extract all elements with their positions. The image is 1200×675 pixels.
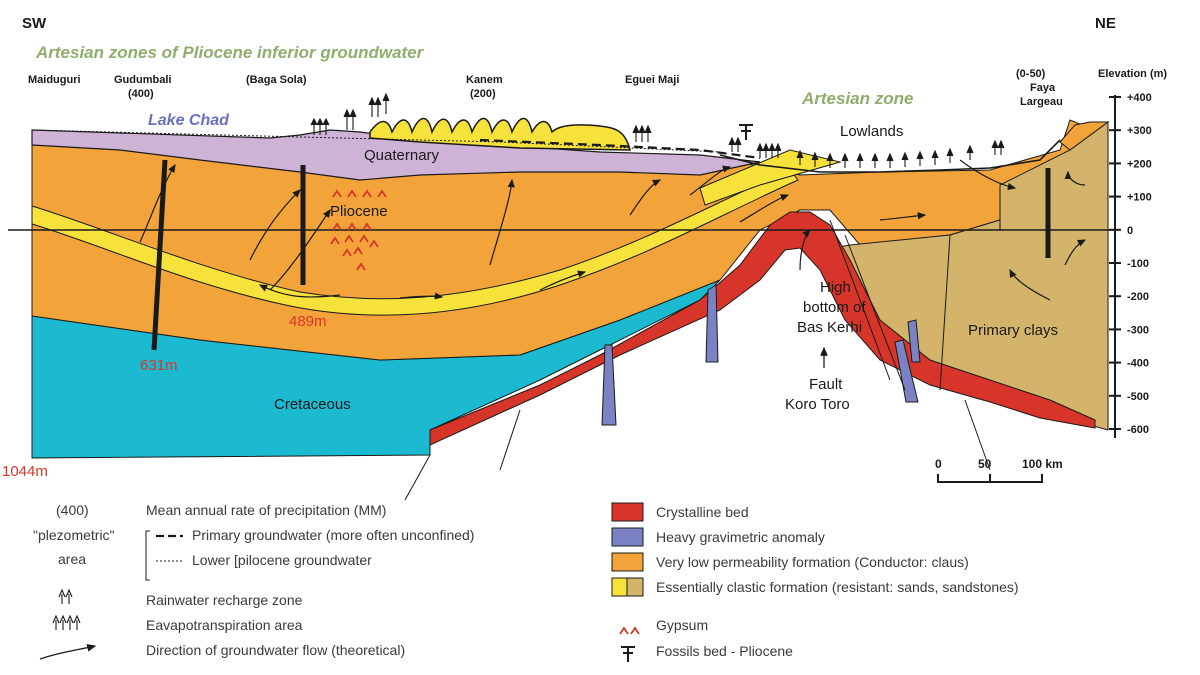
legend-clastic-swatch-tan — [626, 577, 644, 597]
legend-gypsum-icon — [619, 626, 640, 635]
quaternary-label: Quaternary — [364, 147, 440, 164]
scale-label-50: 50 — [978, 457, 992, 471]
direction-ne: NE — [1095, 15, 1116, 32]
elevation-tick-label: +400 — [1127, 92, 1152, 104]
gravimetric-anomaly-1 — [601, 344, 617, 426]
legend-clastic: Essentially clastic formation (resistant… — [656, 579, 1019, 595]
fossils-bed-symbol — [739, 124, 753, 140]
legend-piezo-line1: "plezometric" — [33, 527, 115, 543]
legend-crystalline-swatch — [611, 502, 644, 522]
elevation-tick-label: -600 — [1127, 424, 1149, 436]
legend-low-perm: Very low permeability formation (Conduct… — [656, 554, 969, 570]
fault-lines — [404, 185, 1001, 501]
legend-gravimetric-swatch — [611, 527, 644, 547]
crystalline-bed — [429, 211, 1096, 446]
high-bottom-label-2: bottom of — [803, 299, 866, 316]
elevation-tick-label: +200 — [1127, 158, 1152, 170]
elevation-tick-label: -400 — [1127, 358, 1149, 370]
legend-fossils: Fossils bed - Pliocene — [656, 643, 793, 659]
legend-precip-label: Mean annual rate of precipitation (MM) — [146, 502, 386, 518]
rate-gudumbali: (400) — [128, 88, 154, 100]
lowlands-label: Lowlands — [840, 123, 903, 140]
legend-low-perm-swatch — [611, 552, 644, 572]
elevation-axis: +400 +300 +200 +100 0 -100 -200 -300 -400 -500 -60… — [1109, 92, 1152, 438]
pliocene-label: Pliocene — [330, 203, 388, 220]
primary-clays-label: Primary clays — [968, 322, 1058, 339]
scale-label-0: 0 — [935, 457, 942, 471]
legend-evapo-icon — [52, 614, 81, 630]
location-baga-sola: (Baga Sola) — [246, 74, 307, 86]
artesian-pliocene-title: Artesian zones of Pliocene inferior grou… — [35, 43, 425, 62]
elevation-tick-label: +100 — [1127, 192, 1152, 204]
flow-arrows — [139, 159, 1087, 301]
elevation-tick-label: -100 — [1127, 258, 1149, 270]
gravimetric-anomaly-4 — [907, 319, 921, 363]
gypsum-marks — [330, 189, 387, 271]
location-eguei-maji: Eguei Maji — [625, 74, 679, 86]
rate-faya: (0-50) — [1016, 68, 1046, 80]
high-bottom-label-3: Bas Kerhi — [797, 319, 862, 336]
fault-label-1: Fault — [809, 376, 843, 393]
legend-primary-gw: Primary groundwater (more often unconfin… — [192, 527, 474, 543]
legend-precip-symbol: (400) — [56, 502, 89, 518]
elevation-tick-label: -500 — [1127, 391, 1149, 403]
elevation-tick-label: -300 — [1127, 324, 1149, 336]
location-maiduguri: Maiduguri — [28, 74, 81, 86]
depth-631: 631m — [140, 357, 178, 374]
legend-evapo: Eavapotranspiration area — [146, 617, 303, 633]
legend-right: Crystalline bed Heavy gravimetric anomal… — [611, 502, 1019, 662]
scale-bar: 0 50 100 km — [935, 457, 1063, 483]
evapotranspiration-arrows — [310, 92, 1005, 168]
elevation-tick-label: 0 — [1127, 225, 1133, 237]
wells — [151, 159, 1051, 351]
legend-flow-icon — [39, 643, 97, 660]
location-kanem: Kanem — [466, 74, 503, 86]
lowlands-surface — [719, 139, 1061, 173]
legend-clastic-swatch-yellow — [611, 577, 628, 597]
scale-label-100: 100 km — [1022, 457, 1063, 471]
depth-1044: 1044m — [2, 463, 48, 480]
elevation-title: Elevation (m) — [1098, 68, 1167, 80]
lake-chad-label: Lake Chad — [148, 112, 230, 129]
location-largeau: Largeau — [1020, 96, 1063, 108]
legend-gravimetric: Heavy gravimetric anomaly — [656, 529, 825, 545]
legend-lower-gw: Lower [pilocene groundwater — [192, 552, 372, 568]
fault-label-2: Koro Toro — [785, 396, 850, 413]
lower-pliocene-groundwater-line — [31, 129, 721, 153]
location-faya: Faya — [1030, 82, 1056, 94]
legend-gypsum: Gypsum — [656, 617, 708, 633]
direction-sw: SW — [22, 15, 47, 32]
kanem-dunes — [369, 117, 631, 151]
artesian-zone-label: Artesian zone — [801, 89, 913, 108]
depth-489: 489m — [289, 313, 327, 330]
faya-hill — [1059, 121, 1110, 151]
legend-recharge-icon — [58, 588, 73, 604]
legend-crystalline: Crystalline bed — [656, 504, 749, 520]
legend-left: (400) Mean annual rate of precipitation … — [33, 502, 474, 660]
clastic-aquifer-band — [31, 169, 799, 316]
cretaceous-label: Cretaceous — [274, 396, 351, 413]
primary-groundwater-line — [479, 138, 761, 160]
location-gudumbali: Gudumbali — [114, 74, 171, 86]
clastic-upper-band — [699, 149, 842, 206]
gravimetric-anomaly-2 — [705, 284, 719, 363]
elevation-tick-label: +300 — [1127, 125, 1152, 137]
legend-fossils-icon — [621, 646, 635, 662]
legend-recharge: Rainwater recharge zone — [146, 592, 303, 608]
elevation-tick-label: -200 — [1127, 291, 1149, 303]
high-bottom-label-1: High — [820, 279, 851, 296]
legend-flow: Direction of groundwater flow (theoretic… — [146, 642, 405, 658]
rate-kanem: (200) — [470, 88, 496, 100]
legend-piezo-line2: area — [58, 551, 86, 567]
